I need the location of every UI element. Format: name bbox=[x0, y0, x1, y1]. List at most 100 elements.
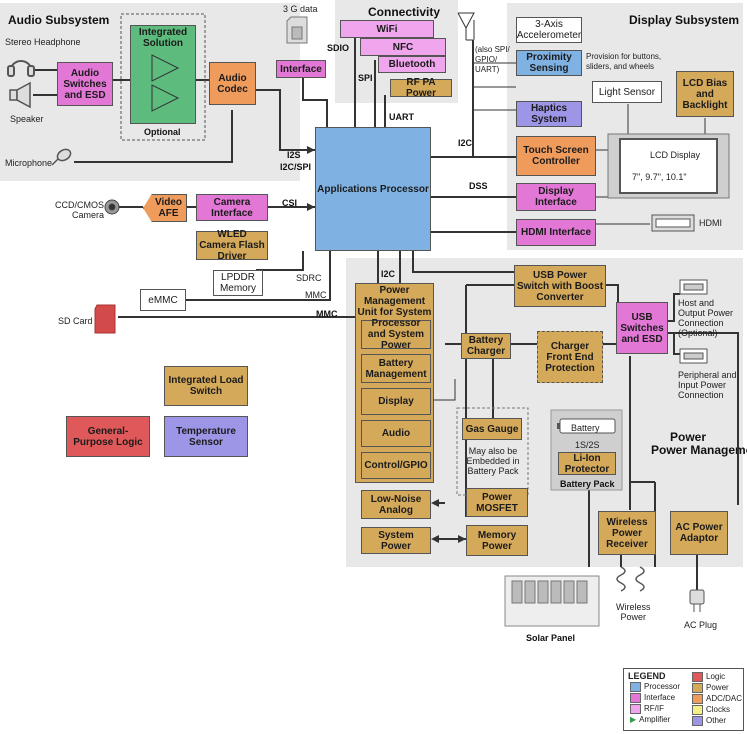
usb-port-icon bbox=[679, 279, 708, 364]
legend-item-rf-if: RF/IF bbox=[630, 703, 680, 714]
antenna-icon bbox=[457, 12, 475, 40]
video-afe-block: Video AFE bbox=[143, 194, 187, 222]
integrated-load-switch-block: Integrated Load Switch bbox=[164, 366, 248, 406]
legend-item-amplifier: ▶Amplifier bbox=[630, 715, 671, 724]
system-power-block: System Power bbox=[361, 527, 431, 554]
legend: LEGEND Processor Interface RF/IF ▶Amplif… bbox=[623, 668, 744, 731]
applications-processor-block: Applications Processor bbox=[315, 127, 431, 251]
legend-item-power: Power bbox=[692, 682, 742, 693]
power-management-title: Power Management bbox=[651, 443, 747, 457]
legend-item-processor: Processor bbox=[630, 681, 680, 692]
light-sensor-block: Light Sensor bbox=[592, 81, 662, 103]
i2s-label: I2S bbox=[287, 150, 301, 160]
legend-item-clocks: Clocks bbox=[692, 704, 742, 715]
memory-power-block: Memory Power bbox=[466, 525, 528, 556]
legend-item-other: Other bbox=[692, 715, 742, 726]
touch-screen-controller-block: Touch Screen Controller bbox=[516, 136, 596, 176]
mmc-label-2: MMC bbox=[316, 309, 338, 319]
3g-data-label: 3 G data bbox=[283, 4, 318, 14]
charger-front-end-block: Charger Front End Protection bbox=[537, 331, 603, 383]
pmu-label: Power Management Unit for System bbox=[357, 285, 432, 318]
gas-gauge-block: Gas Gauge bbox=[462, 418, 522, 440]
legend-item-logic: Logic bbox=[692, 671, 742, 682]
lcd-display-frame bbox=[607, 133, 730, 199]
speaker-label: Speaker bbox=[10, 114, 44, 124]
audio-switches-block: Audio Switches and ESD bbox=[57, 62, 113, 106]
battery-icon bbox=[557, 418, 616, 434]
sim-card-icon bbox=[286, 16, 308, 44]
camera-icon bbox=[104, 199, 120, 215]
battery-pack-label: Battery Pack bbox=[560, 479, 615, 489]
hdmi-label: HDMI bbox=[699, 218, 722, 228]
legend-item-interface: Interface bbox=[630, 692, 680, 703]
pmu-display-block: Display bbox=[361, 388, 431, 415]
pmu-control-gpio-block: Control/GPIO bbox=[361, 452, 431, 479]
3g-interface-block: Interface bbox=[276, 60, 326, 78]
legend-item-adc-dac: ADC/DAC bbox=[692, 693, 742, 704]
wireless-power-receiver-block: Wireless Power Receiver bbox=[598, 511, 656, 555]
optional-label: Optional bbox=[144, 127, 181, 137]
sd-card-label: SD Card bbox=[58, 316, 93, 326]
low-noise-analog-block: Low-Noise Analog bbox=[361, 490, 431, 519]
sd-card-icon bbox=[94, 304, 116, 334]
lcd-sizes-label: 7", 9.7", 10.1" bbox=[632, 172, 687, 182]
microphone-icon bbox=[51, 148, 72, 166]
battery-label: Battery bbox=[571, 423, 600, 433]
legend-right-column: Logic Power ADC/DAC Clocks Other bbox=[692, 671, 742, 726]
battery-charger-block: Battery Charger bbox=[461, 333, 511, 359]
ac-power-adaptor-block: AC Power Adaptor bbox=[670, 511, 728, 555]
audio-subsystem-title: Audio Subsystem bbox=[8, 13, 110, 27]
power-management-title-1: Power bbox=[670, 430, 707, 444]
csi-label: CSI bbox=[282, 198, 298, 208]
li-ion-protector-block: Li-Ion Protector bbox=[558, 452, 616, 475]
audio-codec-block: Audio Codec bbox=[209, 62, 256, 105]
display-subsystem-title: Display Subsystem bbox=[629, 13, 740, 27]
stereo-headphone-label: Stereo Headphone bbox=[5, 37, 81, 47]
headphone-icon bbox=[7, 60, 35, 77]
power-mosfet-block: Power MOSFET bbox=[466, 488, 528, 517]
legend-title: LEGEND bbox=[628, 671, 666, 681]
sdio-label: SDIO bbox=[327, 43, 350, 53]
pmu-processor-power-block: Processor and System Power bbox=[361, 318, 431, 351]
emmc-block: eMMC bbox=[140, 289, 186, 311]
display-interface-block: Display Interface bbox=[516, 183, 596, 211]
microphone-label: Microphone bbox=[5, 158, 53, 168]
pmu-audio-block: Audio bbox=[361, 420, 431, 447]
buttons-note-label: Provision for buttons,sliders, and wheel… bbox=[586, 52, 662, 71]
pmu-block: Power Management Unit for System bbox=[355, 283, 434, 483]
hdmi-port-icon bbox=[651, 214, 695, 232]
lcd-bias-backlight-block: LCD Bias and Backlight bbox=[676, 71, 734, 117]
nfc-block: NFC bbox=[360, 38, 446, 56]
uart-label: UART bbox=[389, 112, 414, 122]
usb-power-switch-block: USB Power Switch with Boost Converter bbox=[514, 265, 606, 307]
solar-panel-icon bbox=[504, 575, 600, 627]
lcd-display-label: LCD Display bbox=[650, 150, 701, 160]
ac-plug-label: AC Plug bbox=[684, 620, 718, 630]
integrated-solution-label: Integrated Solution bbox=[138, 27, 188, 49]
dss-label: DSS bbox=[469, 181, 488, 191]
bluetooth-block: Bluetooth bbox=[378, 56, 446, 73]
solar-panel-label: Solar Panel bbox=[526, 633, 576, 643]
lpddr-memory-block: LPDDR Memory bbox=[213, 270, 263, 296]
rf-pa-power-block: RF PA Power bbox=[390, 77, 452, 99]
i2c-spi-label: I2C/SPI bbox=[280, 162, 312, 172]
wled-camera-flash-block: WLED Camera Flash Driver bbox=[196, 229, 268, 262]
legend-left-column: Processor Interface RF/IF ▶Amplifier bbox=[630, 681, 680, 725]
speaker-icon bbox=[9, 81, 31, 109]
haptics-system-block: Haptics System bbox=[516, 101, 582, 127]
hdmi-interface-block: HDMI Interface bbox=[516, 219, 596, 246]
general-purpose-logic-block: General-Purpose Logic bbox=[66, 416, 150, 457]
wifi-block: WiFi bbox=[340, 20, 434, 38]
battery-cells-label: 1S/2S bbox=[575, 440, 600, 450]
ac-plug-icon bbox=[689, 589, 705, 612]
also-spi-label: (also SPI/GPIO/UART) bbox=[475, 45, 510, 74]
accelerometer-block: 3-Axis Accelerometer bbox=[516, 17, 582, 43]
i2c-power-label: I2C bbox=[381, 269, 396, 279]
